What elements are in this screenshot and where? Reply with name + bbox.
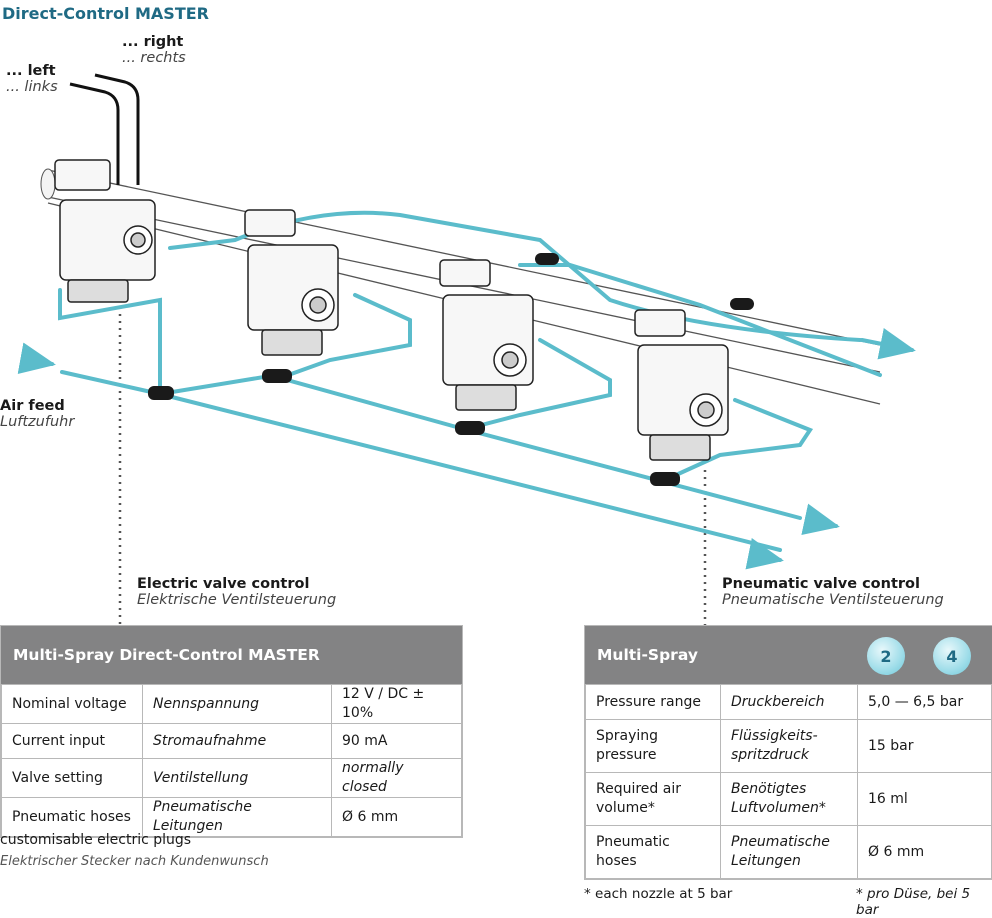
multispray-header-title: Multi-Spray [597, 646, 698, 664]
air-feed-de: Luftzufuhr [0, 414, 75, 430]
valve-unit-3 [634, 309, 729, 461]
valve-unit-2 [439, 259, 534, 411]
table-row: Spraying pressure Flüssigkeits-spritzdru… [585, 719, 992, 773]
multispray-spec-table: Multi-Spray 2 4 Pressure range Druckbere… [584, 625, 992, 880]
footnote-en: * each nozzle at 5 bar [584, 886, 733, 902]
leader-lines [118, 300, 707, 625]
row-value: Ø 6 mm [857, 825, 992, 879]
table-row: Pneumatic hoses Pneumatische Leitungen Ø… [585, 825, 992, 879]
right-label: ... right ... rechts [122, 34, 186, 66]
left-label-en: ... left [6, 63, 56, 79]
master-spec-table: Multi-Spray Direct-Control MASTER Nomina… [0, 625, 463, 838]
right-label-de: ... rechts [122, 50, 186, 66]
footnote-de: * pro Düse, bei 5 bar [856, 886, 971, 918]
row-label-de: Flüssigkeits-spritzdruck [720, 719, 858, 773]
pneumatic-control-en: Pneumatic valve control [722, 576, 920, 592]
left-label: ... left ... links [6, 63, 58, 95]
row-value: 15 bar [857, 719, 992, 773]
row-label-de: Pneumatische Leitungen [720, 825, 858, 879]
table-row: Valve setting Ventilstellung normally cl… [1, 758, 462, 798]
row-label-de: Druckbereich [720, 684, 858, 720]
table-row: Pressure range Druckbereich 5,0 — 6,5 ba… [585, 684, 992, 720]
air-feed-label: Air feed Luftzufuhr [0, 398, 74, 430]
nozzle-count-badge-4: 4 [933, 637, 971, 675]
row-value: 16 ml [857, 772, 992, 826]
row-label-de: Nennspannung [142, 684, 332, 724]
master-table-header: Multi-Spray Direct-Control MASTER [1, 626, 462, 684]
electric-control-de: Elektrische Ventilsteuerung [137, 592, 337, 608]
valve-master [54, 159, 156, 303]
row-value: 12 V / DC ± 10% [331, 684, 462, 724]
plug-note-en: customisable electric plugs [0, 832, 192, 848]
pneumatic-control-de: Pneumatische Ventilsteuerung [722, 592, 944, 608]
table-row: Current input Stromaufnahme 90 mA [1, 723, 462, 759]
row-label-en: Valve setting [1, 758, 143, 798]
right-label-en: ... right [122, 34, 184, 50]
row-label-de: Stromaufnahme [142, 723, 332, 759]
row-label-de: Pneumatische Leitungen [142, 797, 332, 837]
row-label-en: Nominal voltage [1, 684, 143, 724]
row-value: 5,0 — 6,5 bar [857, 684, 992, 720]
row-label-en: Pneumatic hoses [1, 797, 143, 837]
air-feed-en: Air feed [0, 398, 65, 414]
row-label-en: Pressure range [585, 684, 721, 720]
hose-connectors [148, 253, 754, 486]
pneumatic-control-label: Pneumatic valve control Pneumatische Ven… [722, 576, 944, 608]
electric-control-en: Electric valve control [137, 576, 310, 592]
row-label-en: Required air volume* [585, 772, 721, 826]
row-label-de: Benötigtes Luftvolumen* [720, 772, 858, 826]
page-title: Direct-Control MASTER [2, 4, 209, 23]
left-label-de: ... links [6, 79, 58, 95]
table-row: Pneumatic hoses Pneumatische Leitungen Ø… [1, 797, 462, 837]
plug-note-de: Elektrischer Stecker nach Kundenwunsch [0, 854, 269, 869]
table-row: Nominal voltage Nennspannung 12 V / DC ±… [1, 684, 462, 724]
nozzle-count-badge-2: 2 [867, 637, 905, 675]
table-row: Required air volume* Benötigtes Luftvolu… [585, 772, 992, 826]
multispray-table-header: Multi-Spray 2 4 [585, 626, 992, 684]
row-value: 90 mA [331, 723, 462, 759]
row-label-en: Pneumatic hoses [585, 825, 721, 879]
electric-control-label: Electric valve control Elektrische Venti… [137, 576, 336, 608]
row-label-en: Current input [1, 723, 143, 759]
row-value: Ø 6 mm [331, 797, 462, 837]
control-cables [69, 73, 140, 185]
valve-unit-1 [244, 209, 339, 356]
row-label-en: Spraying pressure [585, 719, 721, 773]
row-value: normally closed [331, 758, 462, 798]
row-label-de: Ventilstellung [142, 758, 332, 798]
